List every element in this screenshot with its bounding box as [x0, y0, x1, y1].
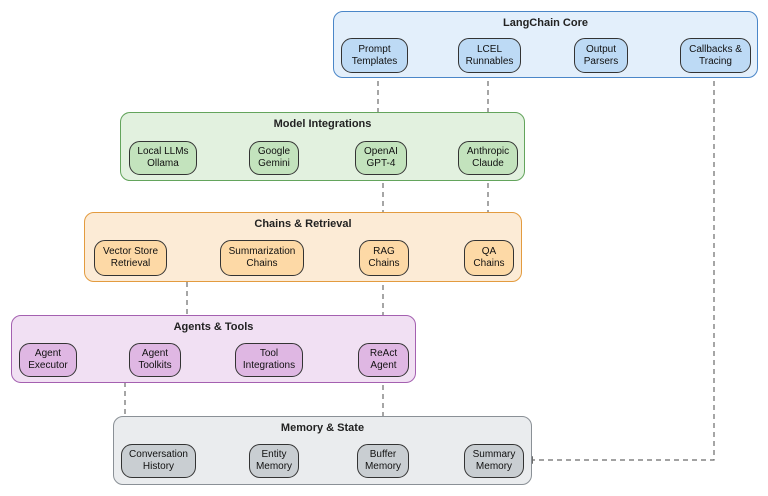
node-anthropic-claude[interactable]: Anthropic Claude — [458, 141, 518, 175]
node-agent-toolkits[interactable]: Agent Toolkits — [129, 343, 181, 377]
group-langchain-core: LangChain Core Prompt Templates LCEL Run… — [333, 11, 758, 78]
node-rag-chains[interactable]: RAG Chains — [359, 240, 409, 276]
node-vector-store-retrieval[interactable]: Vector Store Retrieval — [94, 240, 167, 276]
node-prompt-templates[interactable]: Prompt Templates — [341, 38, 408, 73]
node-callbacks-tracing[interactable]: Callbacks & Tracing — [680, 38, 751, 73]
node-agent-executor[interactable]: Agent Executor — [19, 343, 77, 377]
node-summary-memory[interactable]: Summary Memory — [464, 444, 524, 478]
node-local-llms-ollama[interactable]: Local LLMs Ollama — [129, 141, 197, 175]
node-react-agent[interactable]: ReAct Agent — [358, 343, 409, 377]
group-agents-tools: Agents & Tools Agent Executor Agent Tool… — [11, 315, 416, 383]
node-google-gemini[interactable]: Google Gemini — [249, 141, 299, 175]
group-memory-state: Memory & State Conversation History Enti… — [113, 416, 532, 485]
group-title: LangChain Core — [503, 17, 588, 29]
node-lcel-runnables[interactable]: LCEL Runnables — [458, 38, 521, 73]
node-conversation-history[interactable]: Conversation History — [121, 444, 196, 478]
node-entity-memory[interactable]: Entity Memory — [249, 444, 299, 478]
node-qa-chains[interactable]: QA Chains — [464, 240, 514, 276]
node-buffer-memory[interactable]: Buffer Memory — [357, 444, 409, 478]
group-title: Chains & Retrieval — [254, 218, 352, 230]
group-title: Memory & State — [280, 422, 365, 434]
group-title: Agents & Tools — [173, 321, 254, 333]
node-tool-integrations[interactable]: Tool Integrations — [235, 343, 303, 377]
group-model-integrations: Model Integrations Local LLMs Ollama Goo… — [120, 112, 525, 181]
group-title: Model Integrations — [273, 118, 372, 130]
node-output-parsers[interactable]: Output Parsers — [574, 38, 628, 73]
group-chains-retrieval: Chains & Retrieval Vector Store Retrieva… — [84, 212, 522, 282]
edge-callbacks-to-summary-memory — [525, 72, 715, 464]
node-openai-gpt4[interactable]: OpenAI GPT-4 — [355, 141, 407, 175]
node-summarization-chains[interactable]: Summarization Chains — [220, 240, 304, 276]
